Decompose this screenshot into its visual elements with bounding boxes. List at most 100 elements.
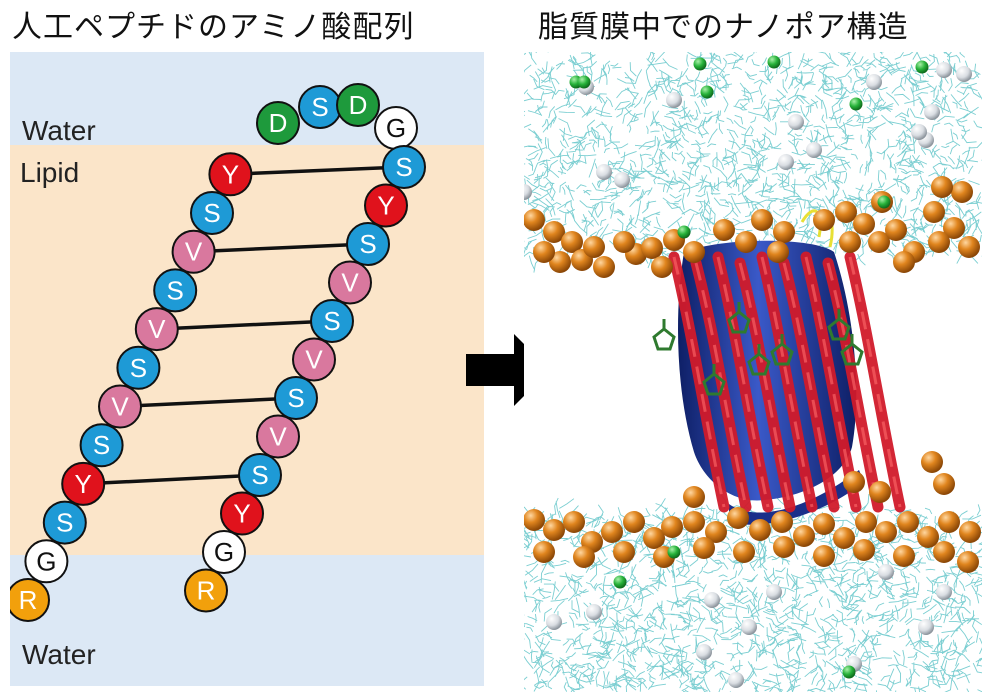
ions [516, 55, 972, 688]
ion-white [924, 104, 940, 120]
ion-white [586, 604, 602, 620]
lipid-head [959, 521, 981, 543]
lipid-head [613, 541, 635, 563]
lipid-head [693, 537, 715, 559]
ion-white [806, 142, 822, 158]
lipid-head [835, 201, 857, 223]
ion-white [614, 172, 630, 188]
residue-V: V [134, 307, 179, 352]
lipid-headgroups [523, 176, 981, 573]
residue-letter: V [111, 392, 129, 422]
residue-letter: S [56, 508, 73, 538]
residue-S: S [116, 345, 161, 390]
ion-white [936, 584, 952, 600]
ion-green [877, 195, 891, 209]
lipid-head [543, 221, 565, 243]
residue-S: S [79, 423, 124, 468]
residue-G: G [374, 106, 418, 150]
residue-letter: V [148, 314, 166, 344]
lipid-head [943, 217, 965, 239]
lipid-head [767, 241, 789, 263]
residue-S: S [382, 145, 426, 189]
right-panel-title: 脂質膜中でのナノポア構造 [538, 10, 909, 45]
residue-letter: V [305, 345, 323, 375]
lipid-head [751, 209, 773, 231]
lipid-head [727, 507, 749, 529]
residue-V: V [98, 384, 142, 429]
residue-G: G [24, 539, 69, 584]
residue-Y: Y [364, 183, 408, 228]
lipid-head [733, 541, 755, 563]
lipid-head [933, 473, 955, 495]
residue-letter: S [395, 152, 412, 182]
residue-V: V [256, 414, 300, 459]
residue-letter: V [341, 268, 359, 298]
residue-letter: S [359, 229, 376, 259]
residue-V: V [171, 229, 216, 274]
ion-white [696, 644, 712, 660]
lipid-head [773, 536, 795, 558]
lipid-head [868, 231, 890, 253]
beta-strands [652, 209, 906, 513]
lipid-head [641, 237, 663, 259]
lipid-head [931, 176, 953, 198]
ion-green [677, 225, 691, 239]
lipid-head [643, 527, 665, 549]
hbond-line [119, 396, 297, 409]
lipid-head [713, 219, 735, 241]
lipid-head [928, 231, 950, 253]
residue-Y: Y [220, 491, 264, 536]
residue-S: S [190, 191, 234, 235]
lipid-head [613, 231, 635, 253]
lipid-head [875, 521, 897, 543]
ion-white [596, 164, 612, 180]
lipid-head [593, 256, 615, 278]
lipid-head [683, 241, 705, 263]
residue-letter: S [287, 383, 304, 413]
ion-green [700, 85, 714, 99]
residue-letter: S [93, 430, 110, 460]
lipid-head [833, 527, 855, 549]
lipid-head [853, 213, 875, 235]
left-panel-title: 人工ペプチドのアミノ酸配列 [12, 10, 415, 45]
ion-green [577, 75, 591, 89]
water-top-label: Water [22, 115, 96, 146]
residue-D: D [336, 83, 380, 127]
lipid-head [923, 201, 945, 223]
ion-white [911, 124, 927, 140]
water-bottom-region [10, 555, 484, 686]
residue-V: V [328, 260, 372, 305]
lipid-head [793, 525, 815, 547]
residue-letter: G [386, 113, 406, 143]
residue-letter: S [251, 460, 268, 490]
residue-S: S [310, 299, 354, 343]
lipid-head [651, 256, 673, 278]
ion-white [741, 619, 757, 635]
lipid-head [573, 546, 595, 568]
lipid-head [523, 209, 545, 231]
lipid-head [813, 513, 835, 535]
residue-letter: S [323, 306, 340, 336]
ion-green [842, 665, 856, 679]
ion-green [767, 55, 781, 69]
residue-letter: G [214, 537, 234, 567]
ion-white [546, 614, 562, 630]
lipid-head [938, 511, 960, 533]
nanopore-svg [505, 35, 992, 697]
residue-Y: Y [208, 152, 253, 197]
residue-R: R [184, 568, 228, 613]
water-solvent-bottom [509, 493, 992, 697]
lipid-head [855, 511, 877, 533]
hydrogen-bond-lines [83, 165, 405, 486]
residue-letter: V [269, 422, 287, 452]
residue-letter: Y [377, 191, 394, 221]
lipid-head [843, 471, 865, 493]
lipid-head [813, 545, 835, 567]
nanopore-structure-render [505, 35, 992, 697]
residue-V: V [292, 337, 336, 382]
lipid-head [921, 451, 943, 473]
lipid-head [951, 181, 973, 203]
ion-white [866, 74, 882, 90]
residue-S: S [238, 453, 282, 497]
